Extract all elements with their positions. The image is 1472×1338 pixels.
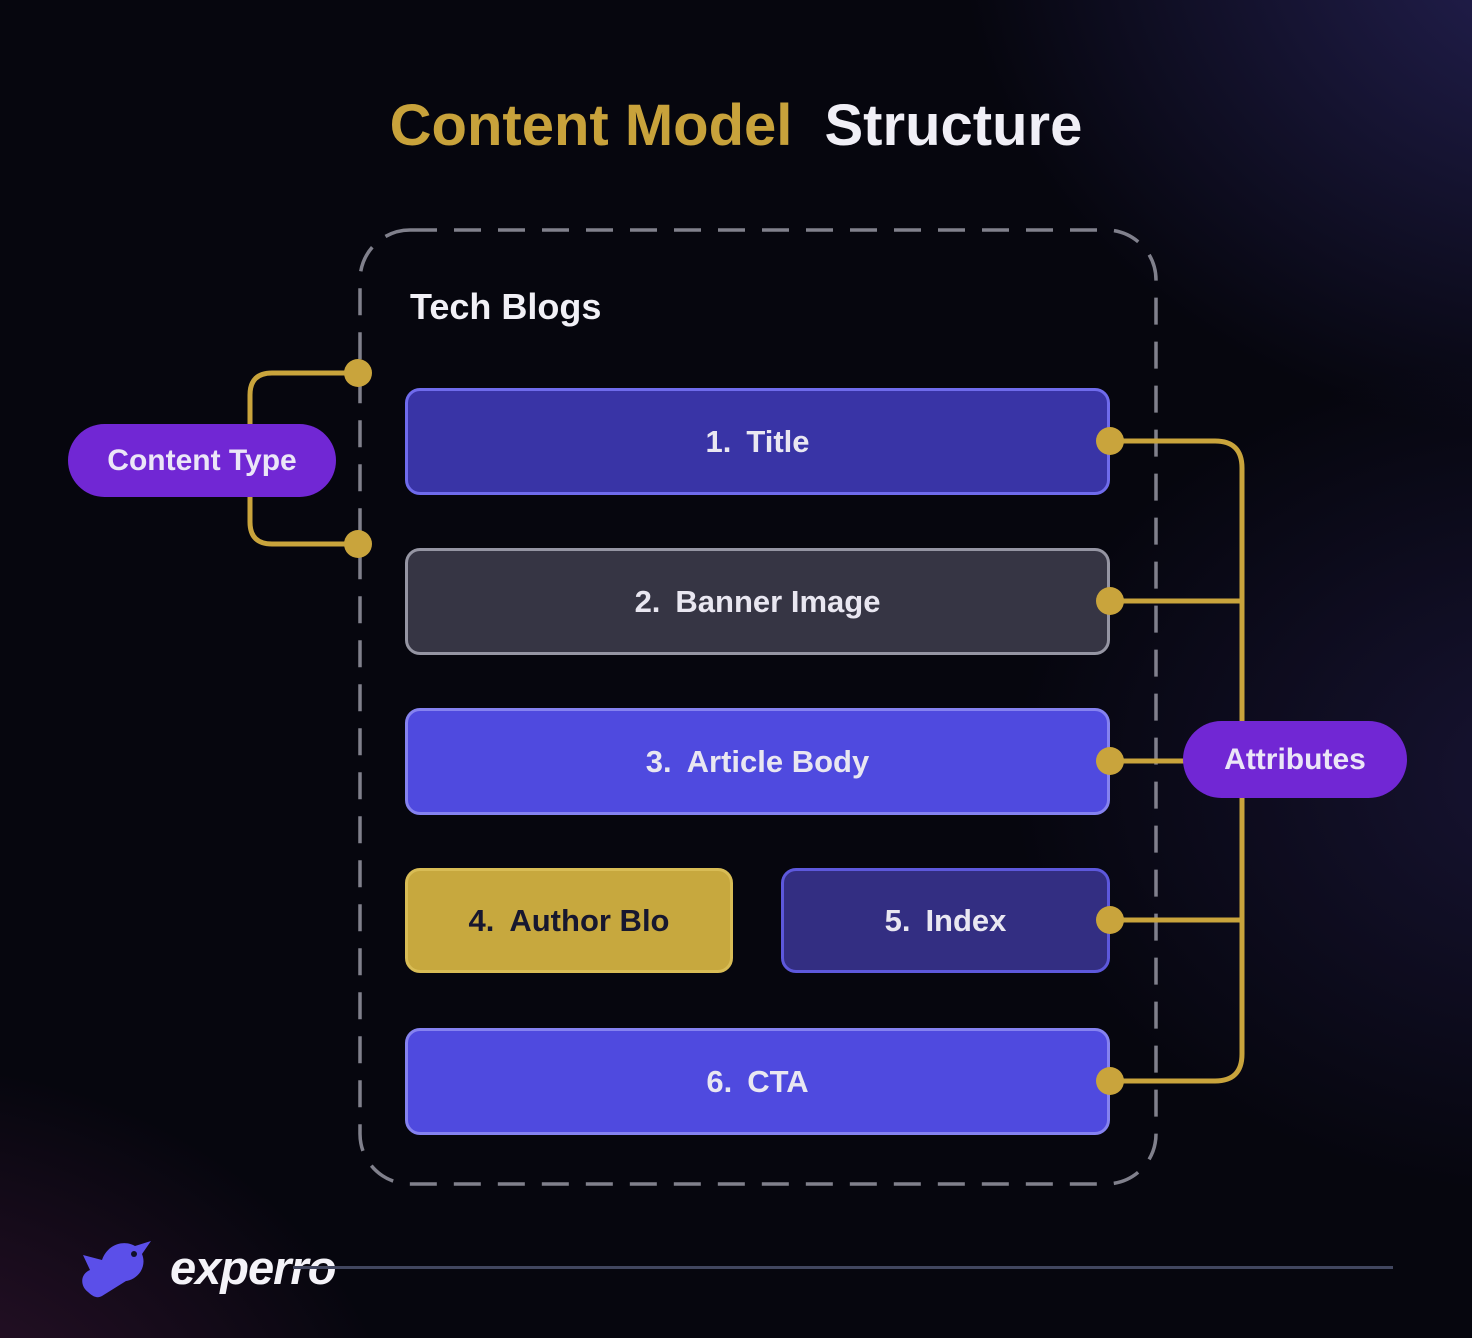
attribute-box-article-body: 3. Article Body <box>405 708 1110 815</box>
attribute-number: 3. <box>645 743 672 779</box>
page-title: Content Model Structure <box>0 92 1472 159</box>
attribute-box-author-bio: 4. Author Blo <box>405 868 733 973</box>
attribute-number: 6. <box>706 1063 733 1099</box>
attribute-box-index: 5. Index <box>781 868 1110 973</box>
attribute-number: 2. <box>634 583 661 619</box>
attribute-label: CTA <box>747 1063 809 1099</box>
attributes-pill: Attributes <box>1183 721 1407 798</box>
attribute-label: Index <box>925 902 1007 938</box>
content-type-pill-label: Content Type <box>107 443 297 477</box>
page-title-rest: Structure <box>824 93 1083 158</box>
attribute-box-title: 1. Title <box>405 388 1110 495</box>
attribute-label: Banner Image <box>675 583 881 619</box>
attribute-number: 4. <box>468 902 495 938</box>
page-title-highlight: Content Model <box>389 93 793 158</box>
experro-bird-icon <box>82 1241 151 1298</box>
attribute-label: Article Body <box>686 743 870 779</box>
footer-divider <box>293 1266 1393 1269</box>
attributes-pill-label: Attributes <box>1224 742 1366 776</box>
attribute-number: 5. <box>884 902 911 938</box>
attribute-box-cta: 6. CTA <box>405 1028 1110 1135</box>
attribute-box-banner-image: 2. Banner Image <box>405 548 1110 655</box>
content-type-name: Tech Blogs <box>410 286 602 327</box>
attribute-label: Author Blo <box>509 902 670 938</box>
content-type-pill: Content Type <box>68 424 336 497</box>
attribute-number: 1. <box>705 423 732 459</box>
attribute-label: Title <box>746 423 810 459</box>
